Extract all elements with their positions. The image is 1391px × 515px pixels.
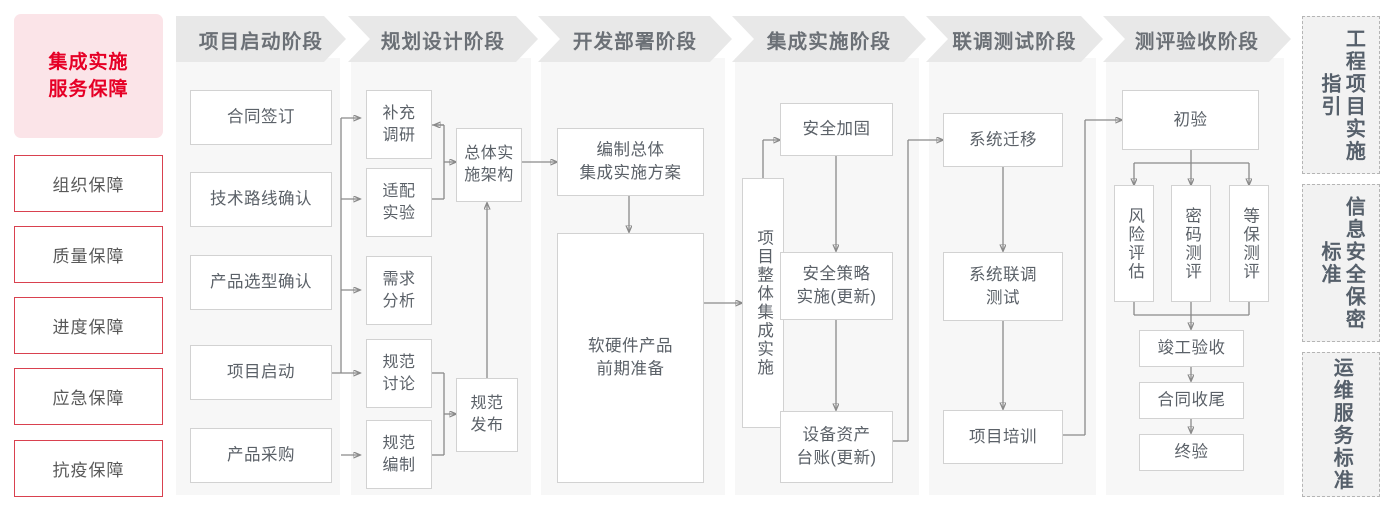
- node-project-training[interactable]: 项目培训: [943, 410, 1063, 464]
- phase-header-label: 集成实施阶段: [766, 30, 892, 53]
- guarantee-item-label: 应急保障: [52, 389, 125, 408]
- node-overall-project-integration[interactable]: 项目整体集成实施: [742, 178, 784, 428]
- node-system-joint-debug-test[interactable]: 系统联调 测试: [943, 252, 1063, 321]
- node-contract-closeout[interactable]: 合同收尾: [1139, 382, 1244, 419]
- node-preliminary-acceptance[interactable]: 初验: [1122, 90, 1259, 150]
- node-supplementary-research[interactable]: 补充 调研: [366, 90, 432, 159]
- node-security-policy-implementation[interactable]: 安全策略 实施(更新): [780, 252, 893, 320]
- guarantee-item-label: 抗疫保障: [52, 461, 125, 480]
- phase-header-label: 联调测试阶段: [952, 30, 1077, 53]
- node-security-hardening[interactable]: 安全加固: [780, 103, 893, 156]
- guarantee-item-label: 组织保障: [52, 176, 125, 195]
- phase-header-planning: 规划设计阶段: [348, 16, 538, 62]
- node-label: 设备资产 台账(更新): [796, 426, 877, 467]
- node-label: 产品选型确认: [210, 273, 312, 291]
- node-standard-drafting[interactable]: 规范 编制: [366, 420, 432, 489]
- node-label: 竣工验收: [1157, 339, 1226, 357]
- standard-box-ops-service[interactable]: 运维服务标准: [1302, 352, 1380, 497]
- node-label: 等保测评: [1240, 206, 1259, 281]
- node-label: 技术路线确认: [210, 190, 312, 208]
- node-label: 项目启动: [227, 363, 295, 381]
- phase-header-acceptance: 测评验收阶段: [1103, 16, 1291, 62]
- guarantee-title-line-1: 集成实施: [48, 52, 129, 73]
- node-product-procurement[interactable]: 产品采购: [190, 428, 332, 483]
- node-label: 安全策略 实施(更新): [796, 265, 877, 306]
- node-adaptation-experiment[interactable]: 适配 实验: [366, 168, 432, 237]
- node-hardware-software-preparation[interactable]: 软硬件产品 前期准备: [557, 233, 704, 483]
- guarantee-item-schedule[interactable]: 进度保障: [14, 297, 163, 354]
- node-requirement-analysis[interactable]: 需求 分析: [366, 256, 432, 325]
- phase-header-label: 项目启动阶段: [198, 30, 324, 53]
- node-label: 需求 分析: [382, 270, 416, 310]
- node-tech-route-confirm[interactable]: 技术路线确认: [190, 172, 332, 227]
- node-label: 总体实 施架构: [464, 145, 514, 184]
- node-contract-signing[interactable]: 合同签订: [190, 90, 332, 145]
- node-final-acceptance[interactable]: 终验: [1139, 434, 1244, 471]
- node-label: 产品采购: [227, 446, 295, 464]
- phase-header-label: 规划设计阶段: [380, 30, 506, 53]
- node-label: 系统联调 测试: [969, 265, 1037, 307]
- node-label: 规范 编制: [382, 434, 416, 474]
- standard-label: 工程项目实施指引: [1318, 27, 1365, 163]
- node-label: 风险评估: [1125, 206, 1144, 281]
- node-standard-discussion[interactable]: 规范 讨论: [366, 339, 432, 408]
- node-label: 项目整体集成实施: [754, 229, 773, 377]
- guarantee-item-label: 质量保障: [52, 247, 125, 266]
- standard-label: 信息安全保密标准: [1318, 195, 1365, 331]
- node-label: 软硬件产品 前期准备: [588, 337, 673, 378]
- node-completion-acceptance[interactable]: 竣工验收: [1139, 330, 1244, 367]
- phase-header-label: 开发部署阶段: [572, 30, 698, 53]
- node-classified-protection-evaluation[interactable]: 等保测评: [1229, 185, 1269, 302]
- node-label: 系统迁移: [969, 130, 1037, 149]
- node-label: 安全加固: [802, 120, 871, 138]
- guarantee-title-line-2: 服务保障: [48, 79, 129, 100]
- phase-header-integration: 集成实施阶段: [732, 16, 926, 62]
- node-label: 规范 发布: [470, 395, 504, 434]
- node-label: 编制总体 集成实施方案: [579, 141, 682, 182]
- guarantee-item-organization[interactable]: 组织保障: [14, 155, 163, 212]
- node-system-migration[interactable]: 系统迁移: [943, 113, 1063, 167]
- phase-header-startup: 项目启动阶段: [176, 16, 346, 62]
- guarantee-title-card: 集成实施 服务保障: [14, 14, 163, 138]
- node-risk-assessment[interactable]: 风险评估: [1114, 185, 1154, 302]
- guarantee-item-quality[interactable]: 质量保障: [14, 226, 163, 283]
- node-equipment-asset-ledger[interactable]: 设备资产 台账(更新): [780, 411, 893, 483]
- node-overall-implementation-architecture[interactable]: 总体实 施架构: [456, 128, 522, 202]
- guarantee-item-emergency[interactable]: 应急保障: [14, 368, 163, 425]
- node-product-selection-confirm[interactable]: 产品选型确认: [190, 255, 332, 310]
- standard-box-engineering-guideline[interactable]: 工程项目实施指引: [1302, 16, 1380, 174]
- node-project-kickoff[interactable]: 项目启动: [190, 345, 332, 400]
- node-label: 补充 调研: [382, 104, 416, 144]
- node-label: 合同签订: [227, 108, 295, 126]
- node-label: 初验: [1173, 110, 1208, 129]
- node-label: 适配 实验: [382, 182, 416, 222]
- node-label: 项目培训: [969, 427, 1037, 446]
- node-standard-release[interactable]: 规范 发布: [456, 378, 518, 452]
- phase-header-joint-test: 联调测试阶段: [926, 16, 1103, 62]
- standard-label: 运维服务标准: [1330, 357, 1353, 492]
- guarantee-item-epidemic[interactable]: 抗疫保障: [14, 440, 163, 497]
- node-compile-overall-integration-plan[interactable]: 编制总体 集成实施方案: [557, 128, 704, 196]
- node-label: 合同收尾: [1157, 391, 1226, 409]
- phase-header-development: 开发部署阶段: [538, 16, 732, 62]
- node-cryptography-evaluation[interactable]: 密码测评: [1171, 185, 1211, 302]
- guarantee-item-label: 进度保障: [52, 318, 125, 337]
- node-label: 密码测评: [1182, 206, 1201, 281]
- standard-box-security-confidentiality[interactable]: 信息安全保密标准: [1302, 184, 1380, 342]
- node-label: 终验: [1174, 443, 1209, 461]
- node-label: 规范 讨论: [382, 353, 416, 393]
- phase-header-label: 测评验收阶段: [1134, 30, 1260, 53]
